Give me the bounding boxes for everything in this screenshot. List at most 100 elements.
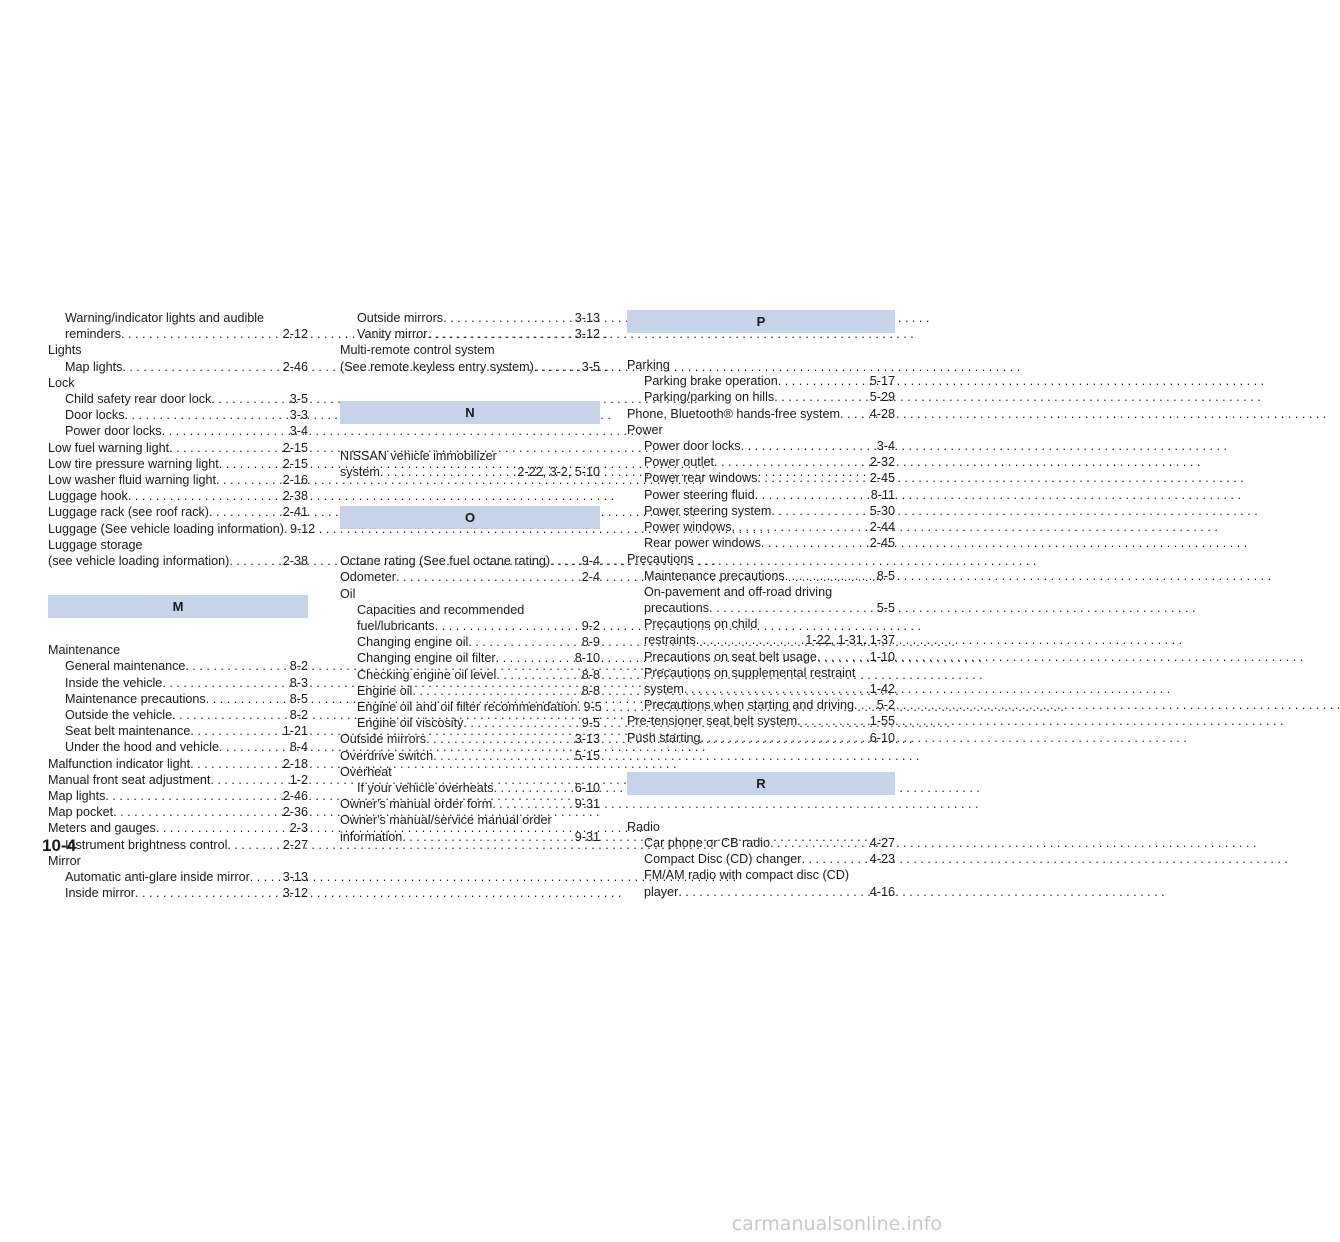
index-entry-page: 2-12 <box>282 327 308 342</box>
index-entry-page: 9-2 <box>581 619 600 634</box>
index-entry-page: 3-5 <box>289 392 308 407</box>
dot-leader <box>229 553 282 569</box>
dot-leader <box>817 649 870 665</box>
index-entry: Vanity mirror3-12 <box>340 326 600 342</box>
index-entry-page: 9-31 <box>574 829 600 844</box>
watermark: carmanualsonline.info <box>731 1213 942 1235</box>
index-entry-wrapped-text: Capacities and recommended <box>357 602 525 617</box>
index-entry-label: Power door locks <box>644 439 741 454</box>
index-heading: Radio <box>627 819 660 834</box>
index-entry-label: Inside the vehicle <box>65 675 163 690</box>
section-header-p: P <box>627 310 895 333</box>
dot-leader <box>128 488 283 504</box>
index-entry: Inside mirror3-12 <box>48 885 308 901</box>
index-entry-page: 2-4 <box>581 570 600 585</box>
index-entry-label: Push starting <box>627 730 701 745</box>
index-entry-page: 9-4 <box>581 554 600 569</box>
index-entry-page: 4-28 <box>869 406 895 421</box>
dot-leader <box>402 829 574 845</box>
index-entry-label: Inside mirror <box>65 886 135 901</box>
index-entry: (see vehicle loading information)2-38 <box>48 553 308 569</box>
dot-leader <box>778 373 870 389</box>
index-entry-page: 4-27 <box>869 836 895 851</box>
index-entry: Car phone or CB radio4-27 <box>627 835 895 851</box>
index-entry-wrapped-text: FM/AM radio with compact disc (CD) <box>644 868 850 883</box>
page-number: 10-4 <box>42 836 77 855</box>
index-entry: Low tire pressure warning light2-15 <box>48 456 308 472</box>
dot-leader <box>169 440 283 456</box>
index-entry: Odometer2-4 <box>340 569 600 585</box>
index-entry-label: precautions <box>644 601 710 616</box>
index-entry-label: Compact Disc (CD) changer <box>644 852 802 867</box>
dot-leader <box>105 788 282 804</box>
index-heading: Lock <box>48 375 75 390</box>
index-entry-page: 2-32 <box>869 455 895 470</box>
index-entry: Seat belt maintenance1-21 <box>48 723 308 739</box>
index-heading: NISSAN vehicle immobilizer <box>340 448 497 463</box>
index-entry-page: 8-5 <box>876 568 895 583</box>
index-entry-label: Precautions when starting and driving <box>644 698 855 713</box>
index-entry: Automatic anti-glare inside mirror3-13 <box>48 869 308 885</box>
index-entry: information9-31 <box>340 829 600 845</box>
dot-leader <box>797 713 870 729</box>
index-entry-wrapped-text: Warning/indicator lights and audible <box>65 311 265 325</box>
index-entry-page: 3-5 <box>581 359 600 374</box>
index-entry-page: 2-46 <box>282 359 308 374</box>
index-entry-page: 3-4 <box>289 424 308 439</box>
index-entry-page: 4-23 <box>869 852 895 867</box>
index-entry-page: 9-12 <box>289 521 316 536</box>
index-entry-label: system <box>340 465 380 480</box>
index-entry-page: 3-13 <box>282 870 308 885</box>
index-entry-label: Maintenance precautions <box>65 691 206 706</box>
index-entry-page: 2-45 <box>869 471 895 486</box>
index-entry-label: Luggage (See vehicle loading information… <box>48 521 284 536</box>
dot-leader <box>732 519 870 535</box>
index-heading: Mirror <box>48 853 81 868</box>
index-entry: (See remote keyless entry system)3-5 <box>340 359 600 375</box>
index-entry-label: system <box>644 682 684 697</box>
index-entry-page: 2-22, 3-2, 5-10 <box>517 465 600 480</box>
index-entry-page: 9-31 <box>574 797 600 812</box>
dot-leader <box>380 464 517 480</box>
dot-leader <box>162 423 290 439</box>
dot-leader <box>463 715 581 731</box>
index-entry-label: fuel/lubricants <box>357 619 435 634</box>
dot-leader <box>468 634 581 650</box>
index-entry: system 2-22, 3-2, 5-10 <box>340 464 600 480</box>
index-entry-page: 5-17 <box>869 374 895 389</box>
index-entry: Meters and gauges2-3 <box>48 820 308 836</box>
index-heading: Precautions <box>627 552 694 567</box>
index-entry-label: Owner's manual order form <box>340 797 493 812</box>
dot-leader <box>190 723 282 739</box>
index-entry: Power door locks3-4 <box>627 438 895 454</box>
index-entry-page: 2-45 <box>869 536 895 551</box>
index-entry-label: Low fuel warning light <box>48 440 170 455</box>
dot-leader <box>121 326 283 342</box>
dot-leader <box>412 683 581 699</box>
index-entry-label: Engine oil <box>357 683 413 698</box>
dot-leader <box>210 772 289 788</box>
index-entry: Power steering system5-30 <box>627 503 895 519</box>
index-entry-wrapped-text: Precautions on supplemental restraint <box>644 665 856 680</box>
index-entry: Power windows2-44 <box>627 519 895 535</box>
index-entry: Pre-tensioner seat belt system1-55 <box>627 713 895 729</box>
index-entry-page: 2-18 <box>282 756 308 771</box>
index-entry-label: Engine oil viscosity <box>357 716 464 731</box>
index-entry-page: 3-13 <box>574 311 600 325</box>
index-entry: Phone, Bluetooth® hands-free system4-28 <box>627 406 895 422</box>
dot-leader <box>496 667 581 683</box>
dot-leader <box>206 691 290 707</box>
index-entry-page: 5-30 <box>869 503 895 518</box>
index-entry-label: (see vehicle loading information) <box>48 554 230 569</box>
index-entry: Inside the vehicle8-3 <box>48 675 308 691</box>
index-heading: Lights <box>48 343 82 358</box>
index-entry-label: Low washer fluid warning light <box>48 473 217 488</box>
index-entry-label: Low tire pressure warning light <box>48 456 219 471</box>
dot-leader <box>209 504 283 520</box>
dot-leader <box>757 470 869 486</box>
index-heading: Owner's manual/service manual order <box>340 813 552 828</box>
